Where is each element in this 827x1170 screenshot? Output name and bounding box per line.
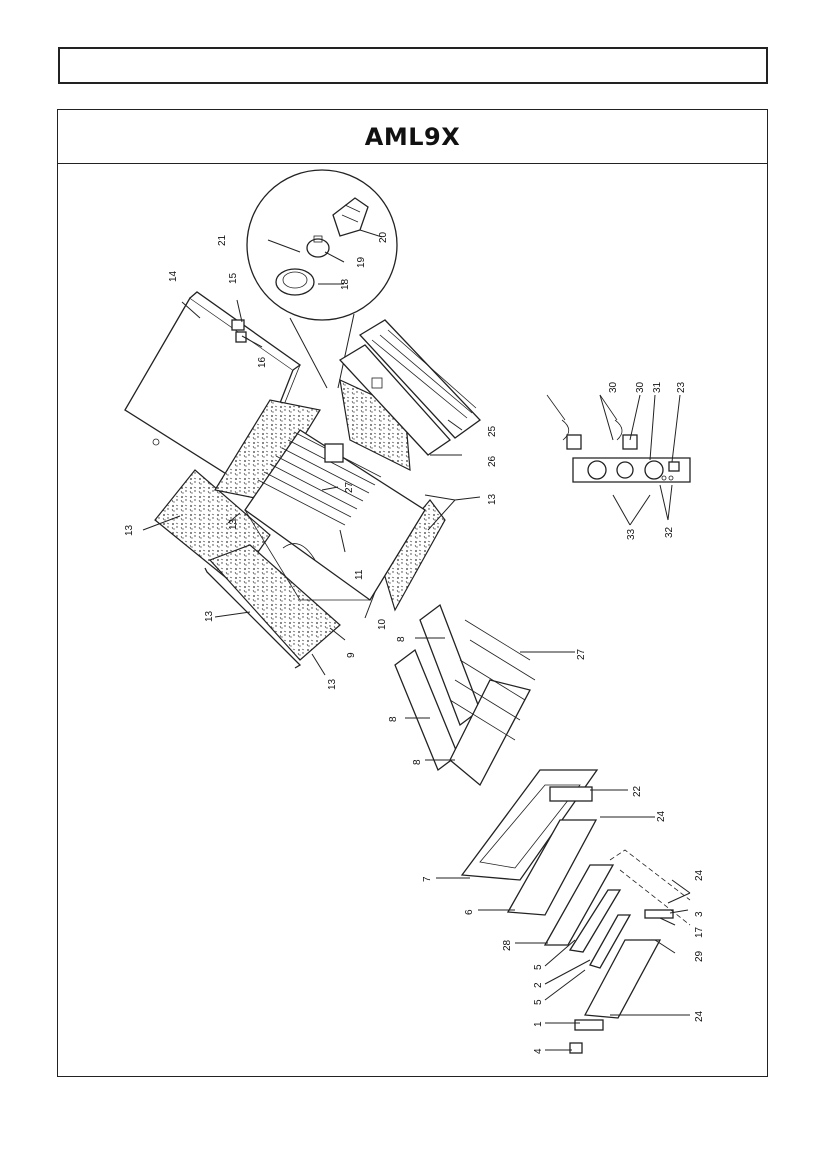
callout-6: 6 (464, 909, 475, 915)
thermostat-part-30 (546, 394, 570, 441)
leader-lines (142, 229, 691, 1051)
callout-27-lower: 27 (576, 648, 587, 660)
thermostat-part-30b (599, 394, 623, 441)
door-part-29 (583, 939, 662, 1019)
callout-8-bottom: 8 (412, 759, 423, 765)
plate-part-26 (338, 344, 451, 456)
ring-part-18 (275, 268, 315, 296)
callout-9: 9 (346, 652, 357, 658)
callout-22: 22 (632, 785, 643, 797)
callout-31: 31 (652, 381, 663, 393)
callout-2: 2 (533, 982, 544, 988)
title-row: AML9X (58, 110, 767, 164)
callout-20: 20 (378, 231, 389, 243)
switch-part-15 (231, 319, 245, 331)
control-panel (546, 394, 691, 483)
lamp-part-32 (661, 475, 667, 481)
callout-7: 7 (422, 876, 433, 882)
callout-24-top: 24 (656, 810, 667, 822)
callout-28: 28 (502, 939, 513, 951)
insulation-panel-13-bottom (208, 544, 341, 661)
callout-16: 16 (257, 356, 268, 368)
callout-26: 26 (487, 455, 498, 467)
insulation-panel-13-back (214, 399, 321, 501)
knob-part-33b (644, 460, 664, 480)
glass-part-2 (589, 914, 632, 969)
switch-part-23 (668, 461, 680, 472)
callout-11: 11 (354, 569, 365, 580)
callout-13-bottom: 13 (204, 610, 215, 622)
callout-30-left: 30 (608, 381, 619, 393)
handle-part-4 (569, 1042, 583, 1054)
frame-part-28 (543, 864, 615, 946)
knob-part-33 (587, 460, 607, 480)
control-strip-part-22 (549, 786, 593, 802)
callout-25: 25 (487, 425, 498, 437)
callout-21: 21 (217, 234, 228, 246)
callout-8-mid: 8 (388, 716, 399, 722)
callout-17: 17 (694, 926, 705, 938)
callout-24-mid: 24 (694, 869, 705, 881)
door-part-6 (506, 819, 598, 916)
callout-18: 18 (340, 278, 351, 290)
hinge-part-1 (574, 1019, 604, 1031)
bulb-part-19 (306, 238, 330, 258)
callout-14: 14 (168, 270, 179, 282)
hinge-part-3 (644, 909, 674, 919)
socket-part-20 (332, 197, 369, 237)
callout-15: 15 (228, 272, 239, 284)
callout-32: 32 (664, 526, 675, 538)
knob-part-31 (616, 461, 634, 479)
callout-5-bottom: 5 (533, 999, 544, 1005)
callout-29: 29 (694, 950, 705, 962)
page-title: AML9X (364, 122, 461, 151)
callout-13-left: 13 (124, 524, 135, 536)
heating-element-27-upper (257, 431, 382, 526)
callout-labels: 14 15 16 21 18 19 20 13 13 13 13 9 10 11… (124, 231, 705, 1054)
callout-13-lower: 13 (327, 678, 338, 690)
callout-13-right: 13 (487, 493, 498, 505)
diagram-panel: AML9X (57, 109, 768, 1077)
panel-part-8-bottom (449, 679, 531, 787)
callout-23: 23 (676, 381, 687, 393)
switch-part-16 (235, 331, 247, 343)
callout-30-right: 30 (635, 381, 646, 393)
gasket-part-5 (568, 889, 622, 953)
heating-element-27-lower (449, 619, 536, 741)
callout-4: 4 (533, 1048, 544, 1054)
header-box (58, 47, 768, 84)
callout-27-upper: 27 (344, 481, 355, 493)
callout-8-top: 8 (396, 636, 407, 642)
callout-10: 10 (377, 618, 388, 630)
callout-33: 33 (626, 528, 637, 540)
hinge-path-dashed (609, 849, 691, 926)
callout-19: 19 (356, 256, 367, 268)
callout-13-back: 13 (228, 518, 239, 530)
callout-5-top: 5 (533, 964, 544, 970)
callout-1: 1 (533, 1021, 544, 1027)
chamber-part-10 (244, 429, 426, 601)
callout-24-bottom: 24 (694, 1010, 705, 1022)
lamp-housing (324, 443, 344, 463)
callout-3: 3 (694, 911, 705, 917)
detail-circle (246, 169, 398, 389)
